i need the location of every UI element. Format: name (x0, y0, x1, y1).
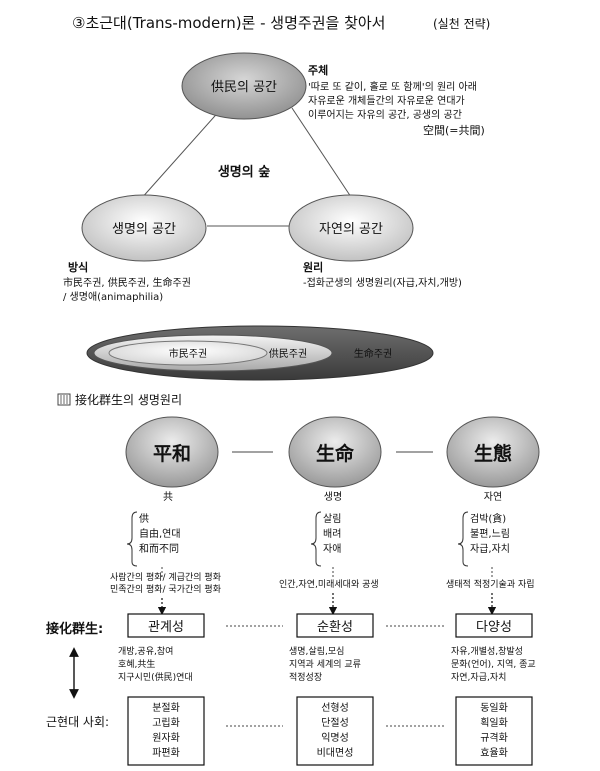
method-line-1: 市民주권, 供民주권, 生命주권 (63, 276, 191, 289)
subject-line-1: '따로 또 같이, 홀로 또 함께'의 원리 아래 (308, 80, 477, 93)
row2-label: 근현대 사회: (46, 715, 109, 729)
bottom-box-2-item-4: 비대면성 (317, 747, 354, 759)
node-right-label: 자연의 공간 (319, 222, 383, 237)
bottom-box-1-item-1: 분절화 (152, 701, 180, 714)
relation-note-3: 지구시민(供民)연대 (118, 671, 193, 683)
outer-label: 生命주권 (354, 347, 392, 360)
box-diversity-label: 다양성 (476, 620, 512, 635)
method-heading: 방식 (68, 260, 88, 274)
circle-life: 生命 (288, 416, 382, 488)
caption-peace: 共 (163, 491, 173, 503)
subject-heading: 주체 (308, 63, 328, 77)
relation-note-1: 개방,공유,참여 (118, 645, 173, 657)
box-relation-label: 관계성 (148, 620, 184, 635)
circle-ecology-label: 生態 (474, 442, 512, 465)
edge-top-left (139, 107, 223, 201)
bottom-box-2-item-1: 선형성 (321, 702, 349, 714)
list-ecology: 검박(貪) 불편,느림 자급,자치 (457, 511, 510, 567)
principle-heading: 원리 (303, 260, 323, 274)
life-item-1: 살림 (323, 513, 341, 525)
subject-tail: 空間(=共間) (423, 123, 485, 137)
bottom-box-2-item-3: 익명성 (321, 732, 349, 744)
inner-ellipse (108, 340, 268, 366)
nested-sovereignty: 市民주권 供民주권 生命주권 (86, 325, 434, 381)
circle-life-label: 生命 (316, 442, 355, 465)
row1-label: 接化群生: (46, 621, 103, 637)
page-subtitle: (실천 전략) (433, 16, 490, 31)
box-circulation-label: 순환성 (317, 620, 353, 635)
box-diversity: 다양성 (455, 613, 533, 638)
circle-ecology: 生態 (446, 416, 540, 488)
node-right-space: 자연의 공간 (288, 194, 414, 262)
edge-top-right (291, 107, 354, 201)
circulation-note-3: 적정성장 (289, 671, 322, 683)
subject-line-3: 이루어지는 자유의 공간, 공생의 공간 (308, 109, 462, 121)
peace-item-3: 和而不同 (139, 543, 179, 555)
relation-note-2: 호혜,共生 (118, 658, 155, 670)
caption-life: 생명 (324, 491, 342, 503)
peace-note-2: 민족간의 평화/ 국가간의 평화 (110, 584, 221, 595)
bottom-box-2-item-2: 단절성 (321, 716, 349, 729)
caption-ecology: 자연 (484, 491, 502, 503)
node-top-label: 供民의 공간 (211, 80, 277, 95)
page-title: ③초근대(Trans-modern)론 - 생명주권을 찾아서 (72, 14, 385, 32)
life-note-1: 인간,자연,미래세대와 공생 (279, 578, 379, 590)
peace-item-1: 供 (139, 512, 149, 525)
circulation-note-2: 지역과 세계의 교류 (289, 658, 361, 670)
bottom-box-1-item-4: 파편화 (152, 747, 180, 759)
principle-line-1: -접화군생의 생명원리(자급,자치,개방) (303, 277, 462, 289)
bottom-box-3: 동일화 획일화 규격화 효율화 (455, 696, 533, 766)
inner-label: 市民주권 (169, 347, 207, 360)
bottom-box-1: 분절화 고립화 원자화 파편화 (127, 696, 205, 766)
list-peace: 供 自由,연대 和而不同 (126, 511, 181, 567)
life-item-2: 배려 (323, 528, 341, 540)
diversity-note-2: 문화(언어), 지역, 종교 (451, 658, 536, 670)
node-left-label: 생명의 공간 (112, 222, 176, 237)
node-left-space: 생명의 공간 (81, 194, 207, 262)
peace-item-2: 自由,연대 (139, 527, 181, 540)
section2-heading-marker (57, 393, 71, 406)
box-relation: 관계성 (127, 613, 205, 638)
box-circulation: 순환성 (296, 613, 374, 638)
section2-heading: 接化群生의 생명원리 (75, 392, 182, 407)
life-item-3: 자애 (323, 543, 341, 555)
diversity-note-1: 자유,개별성,창발성 (451, 646, 523, 657)
circle-peace-label: 平和 (153, 442, 191, 465)
bottom-box-1-item-2: 고립화 (152, 716, 180, 729)
ecology-item-1: 검박(貪) (470, 512, 506, 525)
center-label: 생명의 숲 (218, 164, 270, 180)
bottom-box-3-item-2: 획일화 (480, 717, 508, 729)
ecology-item-3: 자급,자치 (470, 543, 510, 555)
ecology-item-2: 불편,느림 (470, 528, 510, 540)
peace-note-1: 사람간의 평화/ 계급간의 평화 (110, 571, 221, 583)
subject-line-2: 자유로운 개체들간의 자유로운 연대가 (308, 95, 465, 107)
bottom-box-1-item-3: 원자화 (152, 732, 180, 744)
list-life: 살림 배려 자애 (310, 511, 341, 567)
bottom-box-3-item-4: 효율화 (480, 747, 508, 759)
ecology-note-1: 생태적 적정기술과 자립 (446, 578, 535, 590)
bottom-box-3-item-3: 규격화 (480, 731, 508, 744)
circle-peace: 平和 (125, 416, 219, 488)
bottom-box-3-item-1: 동일화 (480, 702, 508, 714)
bottom-box-2: 선형성 단절성 익명성 비대면성 (296, 696, 374, 766)
method-line-2: / 생명애(animaphilia) (63, 291, 163, 303)
circulation-note-1: 생명,살림,모심 (289, 645, 344, 657)
diversity-note-3: 자연,자급,자치 (451, 671, 506, 683)
node-top-space: 供民의 공간 (181, 52, 307, 120)
middle-label: 供民주권 (269, 347, 307, 360)
